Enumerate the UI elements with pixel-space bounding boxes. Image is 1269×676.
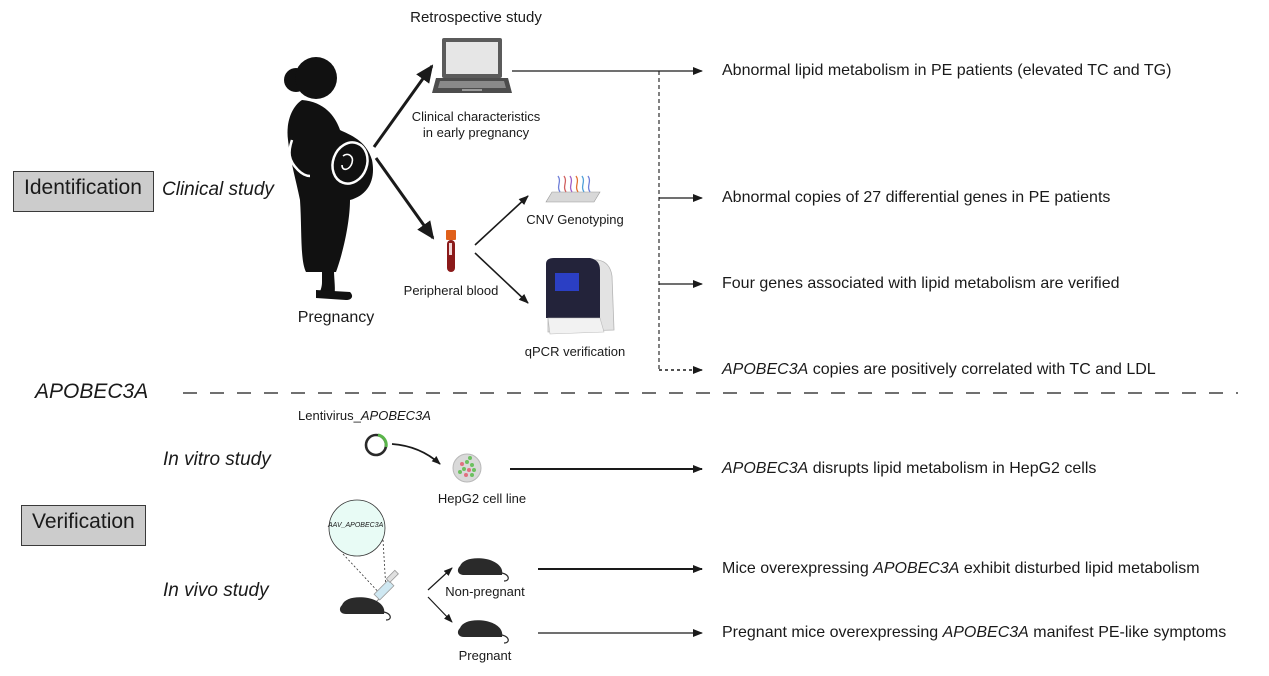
syringe-icon <box>371 569 399 607</box>
stage-verification: Verification <box>21 505 146 546</box>
stage-verification-label: Verification <box>32 510 135 533</box>
non-pregnant-label: Non-pregnant <box>445 584 525 599</box>
finding-7-pre: Pregnant mice overexpressing <box>722 624 943 641</box>
lentivirus-gene: APOBEC3A <box>360 408 431 423</box>
finding-7-gene: APOBEC3A <box>942 624 1029 641</box>
qpcr-verification-label: qPCR verification <box>524 344 626 359</box>
finding-5-text: disrupts lipid metabolism in HepG2 cells <box>808 460 1097 477</box>
pregnant-label: Pregnant <box>458 648 512 663</box>
blood-tube-icon <box>446 230 456 272</box>
in-vitro-study-label: In vitro study <box>163 449 271 470</box>
retrospective-study-title: Retrospective study <box>410 9 542 26</box>
divider-gene-label: APOBEC3A <box>35 380 149 403</box>
laptop-icon <box>432 38 512 93</box>
peripheral-blood-label: Peripheral blood <box>403 283 499 298</box>
arrow-to-hepg2 <box>391 443 441 465</box>
lentivirus-label: Lentivirus_APOBEC3A <box>298 408 431 423</box>
finding-4: APOBEC3A copies are positively correlate… <box>722 361 1156 379</box>
mouse-icon-pregnant <box>457 620 509 644</box>
arrow-to-pregnant <box>427 596 453 623</box>
finding-1: Abnormal lipid metabolism in PE patients… <box>722 62 1172 79</box>
mouse-icon-injected <box>339 597 391 621</box>
in-vivo-study-label: In vivo study <box>163 580 269 601</box>
hepg2-cell-icon <box>452 453 482 483</box>
aav-bubble <box>328 499 387 598</box>
clinical-study-label: Clinical study <box>162 179 274 200</box>
arrow-to-cnv <box>474 195 529 246</box>
arrow-to-nonpregnant <box>427 567 453 591</box>
stage-identification: Identification <box>13 171 154 212</box>
arrow-to-qpcr <box>474 252 529 304</box>
finding-4-text: copies are positively correlated with TC… <box>808 361 1156 378</box>
cnv-genotyping-label: CNV Genotyping <box>526 212 624 227</box>
arrow-to-blood <box>374 157 435 240</box>
arrow-to-retrospective <box>372 64 434 148</box>
finding-6-post: exhibit disturbed lipid metabolism <box>959 560 1200 577</box>
stage-identification-label: Identification <box>24 176 142 199</box>
clinical-characteristics-line1: Clinical characteristics <box>411 109 541 124</box>
pregnant-woman-icon <box>284 57 374 300</box>
finding-5: APOBEC3A disrupts lipid metabolism in He… <box>722 460 1096 478</box>
finding-6-gene: APOBEC3A <box>873 560 960 577</box>
finding-7: Pregnant mice overexpressing APOBEC3A ma… <box>722 624 1226 642</box>
qpcr-machine-icon <box>546 258 615 335</box>
pregnancy-label: Pregnancy <box>297 309 375 326</box>
hepg2-label: HepG2 cell line <box>437 491 527 506</box>
lentivirus-prefix: Lentivirus_ <box>298 408 361 423</box>
finding-2: Abnormal copies of 27 differential genes… <box>722 189 1111 206</box>
finding-7-post: manifest PE-like symptoms <box>1028 624 1227 641</box>
finding-6: Mice overexpressing APOBEC3A exhibit dis… <box>722 560 1200 578</box>
mouse-icon-nonpregnant <box>457 558 509 582</box>
finding-4-gene: APOBEC3A <box>722 361 809 378</box>
finding-6-pre: Mice overexpressing <box>722 560 874 577</box>
aav-label: AAV_APOBEC3A <box>328 522 384 529</box>
clinical-characteristics-line2: in early pregnancy <box>422 125 530 140</box>
finding-5-gene: APOBEC3A <box>722 460 809 477</box>
cnv-chip-icon <box>545 175 601 203</box>
finding-3: Four genes associated with lipid metabol… <box>722 275 1120 292</box>
lentivirus-plasmid-icon <box>364 433 388 457</box>
